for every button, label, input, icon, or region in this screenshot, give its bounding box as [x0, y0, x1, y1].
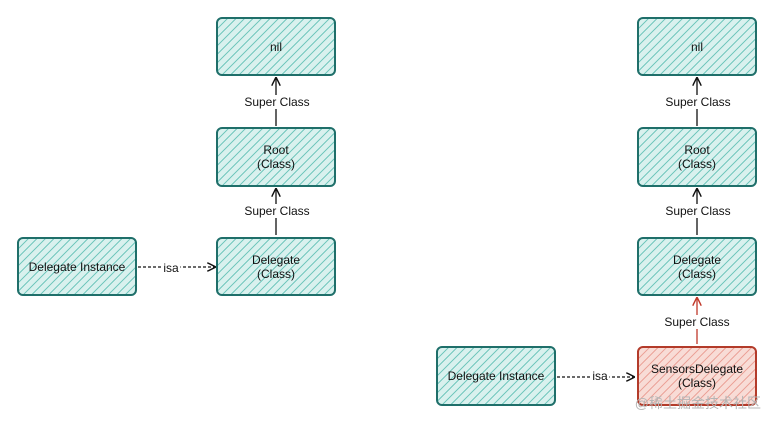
left-instance-label: Delegate Instance: [28, 259, 126, 274]
left-root-kind: (Class): [257, 157, 295, 171]
right-root-class-node: Root (Class): [637, 127, 757, 187]
right-nil-label: nil: [690, 39, 703, 54]
left-delegate-name: Delegate: [251, 252, 301, 267]
left-root-name: Root: [263, 143, 289, 157]
watermark: @稀土掘金技术社区: [634, 395, 761, 411]
right-sensors-delegate-class-node: SensorsDelegate (Class): [637, 346, 757, 406]
right-super-class-label-top: Super Class: [663, 95, 733, 109]
right-isa-label: isa: [590, 369, 610, 383]
left-root-class-node: Root (Class): [216, 127, 336, 187]
right-instance-label: Delegate Instance: [447, 369, 545, 383]
right-root-kind: (Class): [678, 157, 716, 171]
left-delegate-class-node: Delegate (Class): [216, 237, 336, 296]
left-delegate-kind: (Class): [257, 266, 295, 281]
left-super-class-label-top: Super Class: [242, 95, 312, 109]
left-nil-node: nil: [216, 17, 336, 76]
right-root-name: Root: [684, 143, 710, 157]
right-super-class-label-bottom: Super Class: [662, 315, 732, 329]
right-delegate-class-node: Delegate (Class): [637, 237, 757, 296]
right-sensors-name: SensorsDelegate: [650, 362, 744, 376]
right-delegate-name: Delegate: [672, 252, 722, 267]
left-nil-label: nil: [269, 39, 282, 54]
right-delegate-instance-node: Delegate Instance: [436, 346, 556, 406]
right-super-class-label-middle: Super Class: [663, 204, 733, 218]
right-delegate-kind: (Class): [678, 266, 716, 281]
left-isa-label: isa: [161, 261, 181, 275]
left-super-class-label-bottom: Super Class: [242, 204, 312, 218]
left-delegate-instance-node: Delegate Instance: [17, 237, 137, 296]
right-sensors-kind: (Class): [678, 376, 716, 390]
right-nil-node: nil: [637, 17, 757, 76]
